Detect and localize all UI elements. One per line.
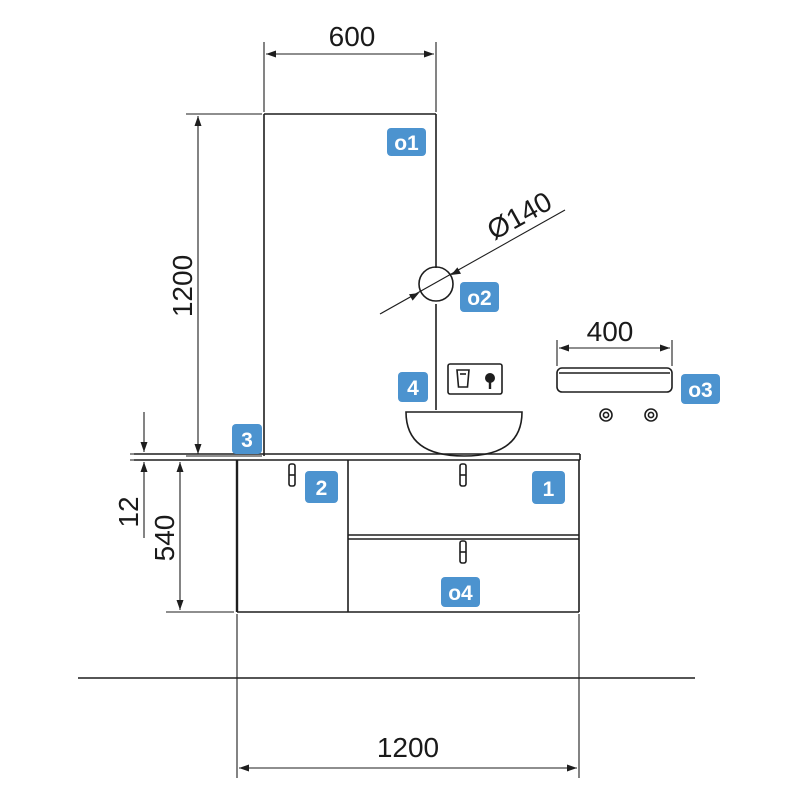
- tag-o1: o1: [387, 128, 426, 156]
- dimension-label-cabinet-height: 540: [149, 515, 180, 562]
- svg-text:o1: o1: [394, 132, 419, 155]
- svg-text:o2: o2: [467, 287, 492, 310]
- wall-shelf: [556, 367, 673, 422]
- cabinet-body: [235, 460, 580, 613]
- tag-o4: o4: [441, 577, 480, 607]
- svg-text:o4: o4: [448, 582, 473, 605]
- door-handle-left: [288, 463, 296, 487]
- tag-o3: o3: [681, 374, 720, 404]
- wall-faucet: [447, 363, 503, 395]
- dimension-label-mirror-height: 1200: [167, 255, 198, 317]
- dimension-label-light-diameter: Ø140: [482, 186, 557, 246]
- dimension-mirror-height: 1200: [167, 113, 262, 457]
- mirror-panel: [263, 113, 437, 456]
- dimension-cabinet-height: 540: [149, 462, 234, 613]
- drawer-handle-bottom: [459, 540, 467, 564]
- tag-o2: o2: [460, 282, 499, 312]
- svg-text:3: 3: [241, 429, 253, 452]
- dimension-label-shelf-width: 400: [587, 316, 634, 347]
- svg-text:o3: o3: [688, 379, 713, 402]
- countertop: [134, 453, 581, 461]
- dimension-label-total-width: 1200: [377, 732, 439, 763]
- dimension-mirror-width: 600: [263, 21, 437, 112]
- dimension-shelf-width: 400: [556, 316, 673, 366]
- tag-4: 4: [398, 372, 428, 402]
- tag-2: 2: [305, 471, 338, 503]
- vessel-basin: [405, 411, 523, 457]
- svg-text:1: 1: [543, 478, 555, 501]
- dimension-total-width: 1200: [236, 614, 580, 778]
- tag-3: 3: [232, 424, 262, 454]
- svg-text:2: 2: [316, 477, 328, 500]
- dimension-label-top-thickness: 12: [113, 496, 144, 527]
- dimension-top-thickness: 12: [113, 412, 234, 538]
- svg-text:4: 4: [407, 377, 419, 400]
- drawer-handle-top: [459, 463, 467, 487]
- dimension-label-mirror-width: 600: [329, 21, 376, 52]
- tag-1: 1: [532, 471, 565, 504]
